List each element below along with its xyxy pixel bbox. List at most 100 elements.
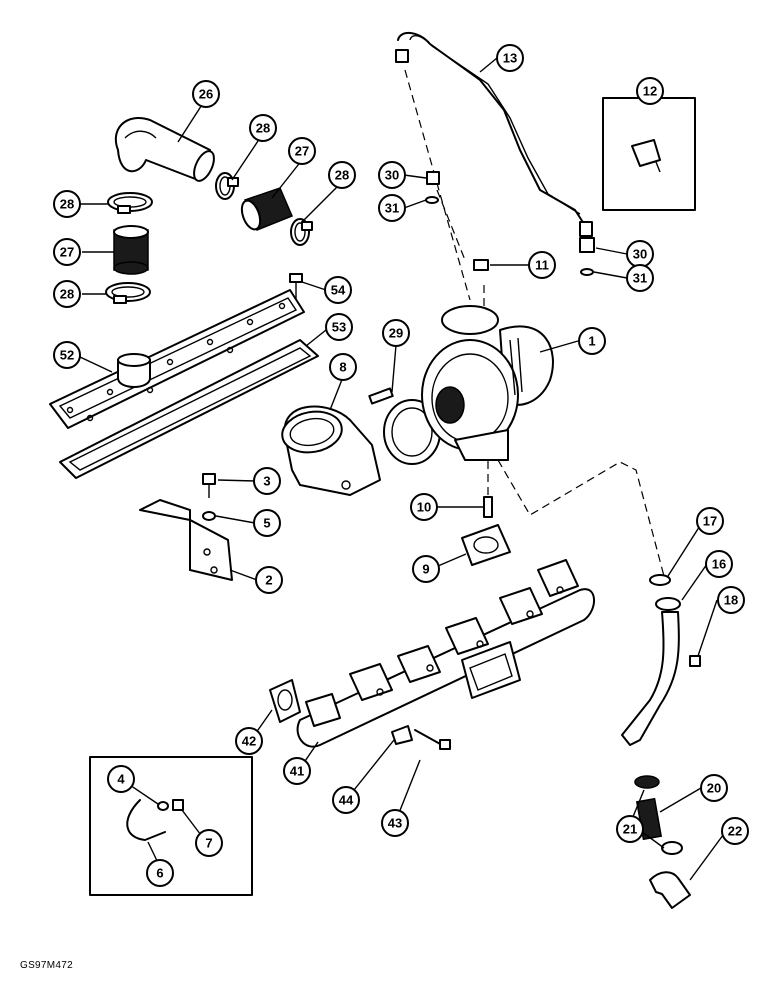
svg-text:27: 27 — [60, 245, 74, 260]
svg-text:28: 28 — [60, 287, 74, 302]
part-27-sleeve-left — [113, 225, 149, 275]
callout-10: 10 — [410, 493, 438, 521]
svg-text:18: 18 — [724, 593, 738, 608]
svg-text:31: 31 — [633, 271, 647, 286]
callout-27-right: 27 — [288, 137, 316, 165]
part-54-bolt — [289, 273, 303, 300]
callout-2: 2 — [255, 566, 283, 594]
svg-text:17: 17 — [703, 514, 717, 529]
callout-44: 44 — [332, 786, 360, 814]
callout-28-left-lower: 28 — [53, 280, 81, 308]
part-9-gasket — [461, 524, 511, 566]
svg-text:10: 10 — [417, 500, 431, 515]
figure-id-label: GS97M472 — [20, 960, 73, 971]
svg-text:41: 41 — [290, 764, 304, 779]
part-28-clamp-left-upper — [107, 192, 153, 214]
callout-54: 54 — [324, 276, 352, 304]
part-16-drain-tube — [621, 597, 681, 746]
svg-text:11: 11 — [535, 258, 549, 273]
callout-8: 8 — [329, 353, 357, 381]
callout-28-top: 28 — [249, 114, 277, 142]
part-44-lock-plate — [391, 725, 413, 745]
part-43-bolt — [414, 729, 451, 750]
part-18-bolt — [689, 655, 701, 667]
svg-text:28: 28 — [60, 197, 74, 212]
part-21-clamp-lower — [661, 841, 683, 855]
svg-text:12: 12 — [643, 84, 657, 99]
svg-text:27: 27 — [295, 144, 309, 159]
callout-12: 12 — [636, 77, 664, 105]
part-27-sleeve-right — [240, 187, 293, 231]
svg-text:54: 54 — [331, 283, 346, 298]
svg-text:26: 26 — [199, 87, 213, 102]
callout-7: 7 — [195, 829, 223, 857]
svg-text:4: 4 — [117, 772, 125, 787]
callout-3: 3 — [253, 467, 281, 495]
svg-text:20: 20 — [707, 781, 721, 796]
svg-text:6: 6 — [156, 866, 163, 881]
part-10-stud — [483, 496, 493, 518]
svg-text:8: 8 — [339, 360, 346, 375]
svg-text:3: 3 — [263, 474, 270, 489]
part-53-gasket — [59, 339, 319, 479]
part-12-inset-box — [602, 97, 696, 211]
callout-4: 4 — [107, 765, 135, 793]
svg-text:22: 22 — [728, 824, 742, 839]
svg-text:29: 29 — [389, 326, 403, 341]
callout-16: 16 — [705, 550, 733, 578]
svg-text:30: 30 — [385, 168, 399, 183]
svg-text:28: 28 — [335, 168, 349, 183]
svg-text:13: 13 — [503, 51, 517, 66]
callout-18: 18 — [717, 586, 745, 614]
callout-17: 17 — [696, 507, 724, 535]
callout-21: 21 — [616, 815, 644, 843]
part-28-clamp-right-lower — [290, 218, 313, 246]
svg-text:2: 2 — [265, 573, 272, 588]
callout-6: 6 — [146, 859, 174, 887]
svg-text:43: 43 — [388, 816, 402, 831]
svg-text:42: 42 — [242, 734, 256, 749]
callout-11: 11 — [528, 251, 556, 279]
part-1-turbocharger — [421, 305, 554, 461]
part-28-clamp-right-upper — [215, 172, 239, 200]
callout-41: 41 — [283, 757, 311, 785]
callout-29: 29 — [382, 319, 410, 347]
part-31-washer-upper — [425, 196, 439, 204]
svg-text:44: 44 — [339, 793, 354, 808]
callout-20: 20 — [700, 774, 728, 802]
part-22-elbow-hose — [649, 871, 691, 909]
part-26-elbow-tube — [114, 117, 215, 182]
callout-42: 42 — [235, 727, 263, 755]
part-28-clamp-left-lower — [105, 282, 151, 304]
callout-30-lower: 30 — [626, 240, 654, 268]
part-17-gasket — [649, 574, 671, 586]
part-8-exhaust-elbow — [281, 405, 381, 496]
callout-28-right: 28 — [328, 161, 356, 189]
part-13-oil-hose — [395, 32, 593, 237]
svg-text:21: 21 — [623, 822, 637, 837]
part-41-exhaust-manifold — [296, 559, 595, 748]
callout-52: 52 — [53, 341, 81, 369]
part-3-bolt — [202, 473, 216, 498]
part-31-washer-lower — [580, 268, 594, 276]
callout-31-upper: 31 — [378, 194, 406, 222]
callout-31-lower: 31 — [626, 264, 654, 292]
part-52-intake-cover — [49, 289, 305, 429]
callout-43: 43 — [381, 809, 409, 837]
part-5-washer — [202, 511, 216, 521]
svg-text:9: 9 — [422, 562, 429, 577]
callout-22: 22 — [721, 817, 749, 845]
part-42-flange-gasket — [269, 679, 301, 723]
svg-text:7: 7 — [205, 836, 212, 851]
callout-1: 1 — [578, 327, 606, 355]
svg-text:31: 31 — [385, 201, 399, 216]
callout-13: 13 — [496, 44, 524, 72]
svg-text:5: 5 — [263, 516, 270, 531]
callout-28-left-upper: 28 — [53, 190, 81, 218]
callout-5: 5 — [253, 509, 281, 537]
svg-text:53: 53 — [332, 320, 346, 335]
part-30-fitting-upper — [426, 171, 440, 185]
callout-26: 26 — [192, 80, 220, 108]
svg-text:1: 1 — [588, 334, 595, 349]
